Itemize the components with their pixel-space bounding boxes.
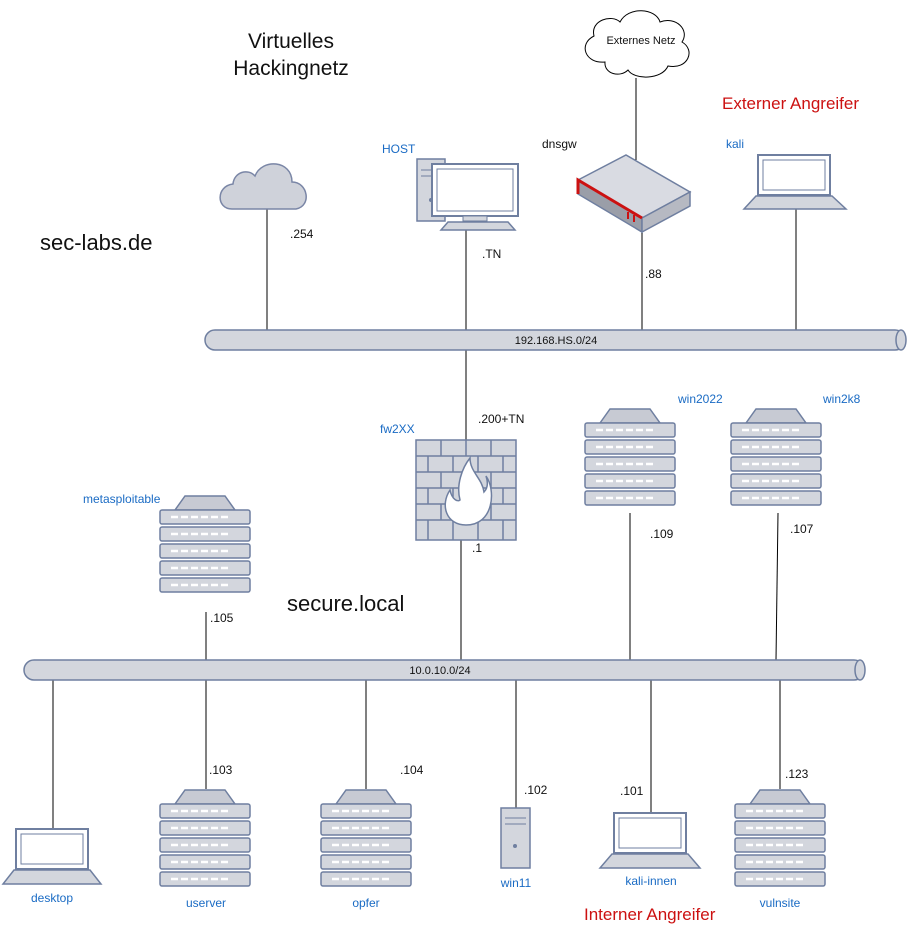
metasploitable-address: .105 <box>210 611 234 625</box>
kali-innen-label: kali-innen <box>625 874 676 888</box>
desktop-label: desktop <box>31 891 73 905</box>
win2k8-server-icon <box>730 408 822 506</box>
network-bus-inner-label: 10.0.10.0/24 <box>409 665 470 677</box>
title-line-1: Virtuelles <box>248 30 334 53</box>
connection-lines <box>52 78 797 828</box>
dnsgw-label: dnsgw <box>542 137 577 151</box>
win11-tower-icon <box>500 807 531 869</box>
kali-innen-address: .101 <box>620 784 644 798</box>
external-attacker-label: Externer Angreifer <box>722 94 859 113</box>
userver-server-icon <box>159 789 251 887</box>
win11-label: win11 <box>500 876 532 890</box>
win11-address: .102 <box>524 783 548 797</box>
win2k8-label: win2k8 <box>822 392 861 406</box>
metasploitable-server-icon <box>159 495 251 593</box>
win2022-server-icon <box>584 408 676 506</box>
kali-label: kali <box>726 137 744 151</box>
internal-attacker-label: Interner Angreifer <box>584 905 716 924</box>
external-cloud-label: Externes Netz <box>606 35 675 47</box>
userver-address: .103 <box>209 763 233 777</box>
firewall-icon <box>415 439 517 541</box>
host-label: HOST <box>382 142 416 156</box>
network-bus-outer-label: 192.168.HS.0/24 <box>515 335 598 347</box>
win2k8-address: .107 <box>790 522 814 536</box>
vulnsite-address: .123 <box>785 767 809 781</box>
title-line-2: Hackingnetz <box>233 57 349 80</box>
desktop-laptop-icon <box>1 828 103 885</box>
external-cloud: Externes Netz <box>584 10 690 78</box>
zone-label-inner: secure.local <box>287 591 404 616</box>
opfer-server-icon <box>320 789 412 887</box>
network-bus-inner: 10.0.10.0/24 <box>23 659 866 681</box>
opfer-address: .104 <box>400 763 424 777</box>
firewall-label: fw2XX <box>380 422 415 436</box>
cloud-icon <box>219 163 307 210</box>
kali-innen-laptop-icon <box>598 812 702 869</box>
firewall-address-outer: .200+TN <box>478 412 524 426</box>
zone-label-outer: sec-labs.de <box>40 230 153 255</box>
cloud-address: .254 <box>290 227 314 241</box>
dnsgw-address: .88 <box>645 267 662 281</box>
vulnsite-server-icon <box>734 789 826 887</box>
vulnsite-label: vulnsite <box>760 896 801 910</box>
opfer-label: opfer <box>352 896 379 910</box>
metasploitable-label: metasploitable <box>83 492 161 506</box>
userver-label: userver <box>186 896 226 910</box>
network-bus-outer: 192.168.HS.0/24 <box>204 329 907 351</box>
win2022-address: .109 <box>650 527 674 541</box>
win2022-label: win2022 <box>677 392 723 406</box>
kali-laptop-icon <box>742 154 848 210</box>
firewall-address-inner: .1 <box>472 541 482 555</box>
host-workstation-icon <box>416 158 519 231</box>
router-icon <box>576 154 692 234</box>
host-address: .TN <box>482 247 501 261</box>
